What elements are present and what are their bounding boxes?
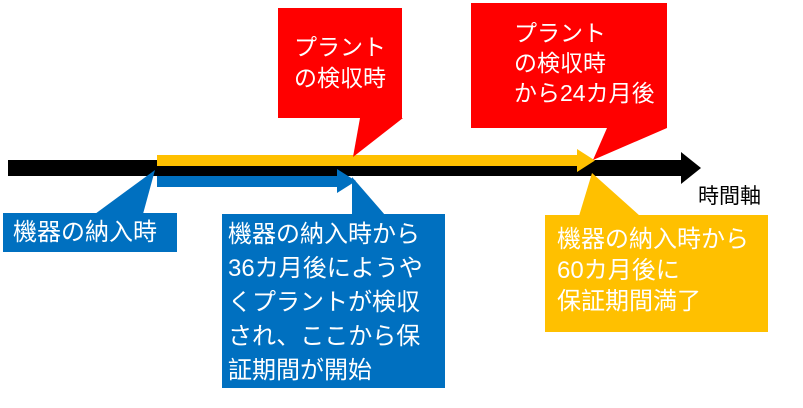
plant-acceptance-callout-pointer	[353, 118, 403, 157]
delivery-to-acceptance-arrow	[157, 169, 356, 193]
equipment-delivery-callout-pointer	[95, 170, 155, 214]
callout-warranty-start-text: 機器の納入時から 36カ月後にようや くプラントが検収 され、ここから保 証期間…	[228, 221, 423, 384]
callout-warranty-expiry-text: 機器の納入時から 60カ月後に 保証期間満了	[557, 226, 749, 315]
warranty-expiry-callout-pointer	[579, 173, 640, 216]
callout-equipment-delivery: 機器の納入時	[3, 213, 177, 252]
callout-warranty-start: 機器の納入時から 36カ月後にようや くプラントが検収 され、ここから保 証期間…	[222, 214, 445, 388]
callout-equipment-delivery-text: 機器の納入時	[13, 219, 157, 246]
plant-acceptance-plus24-callout-pointer	[593, 128, 667, 160]
warranty-start-callout-pointer	[352, 177, 385, 215]
callout-plant-acceptance-plus24-text: プラント の検収時 から24カ月後	[514, 20, 655, 106]
callout-plant-acceptance: プラント の検収時	[278, 8, 402, 118]
time-axis-label: 時間軸	[698, 185, 761, 208]
callout-plant-acceptance-text: プラント の検収時	[294, 34, 386, 91]
warranty-period-arrow	[157, 149, 595, 172]
callout-warranty-expiry: 機器の納入時から 60カ月後に 保証期間満了	[545, 215, 768, 332]
callout-plant-acceptance-plus24: プラント の検収時 から24カ月後	[471, 3, 667, 128]
